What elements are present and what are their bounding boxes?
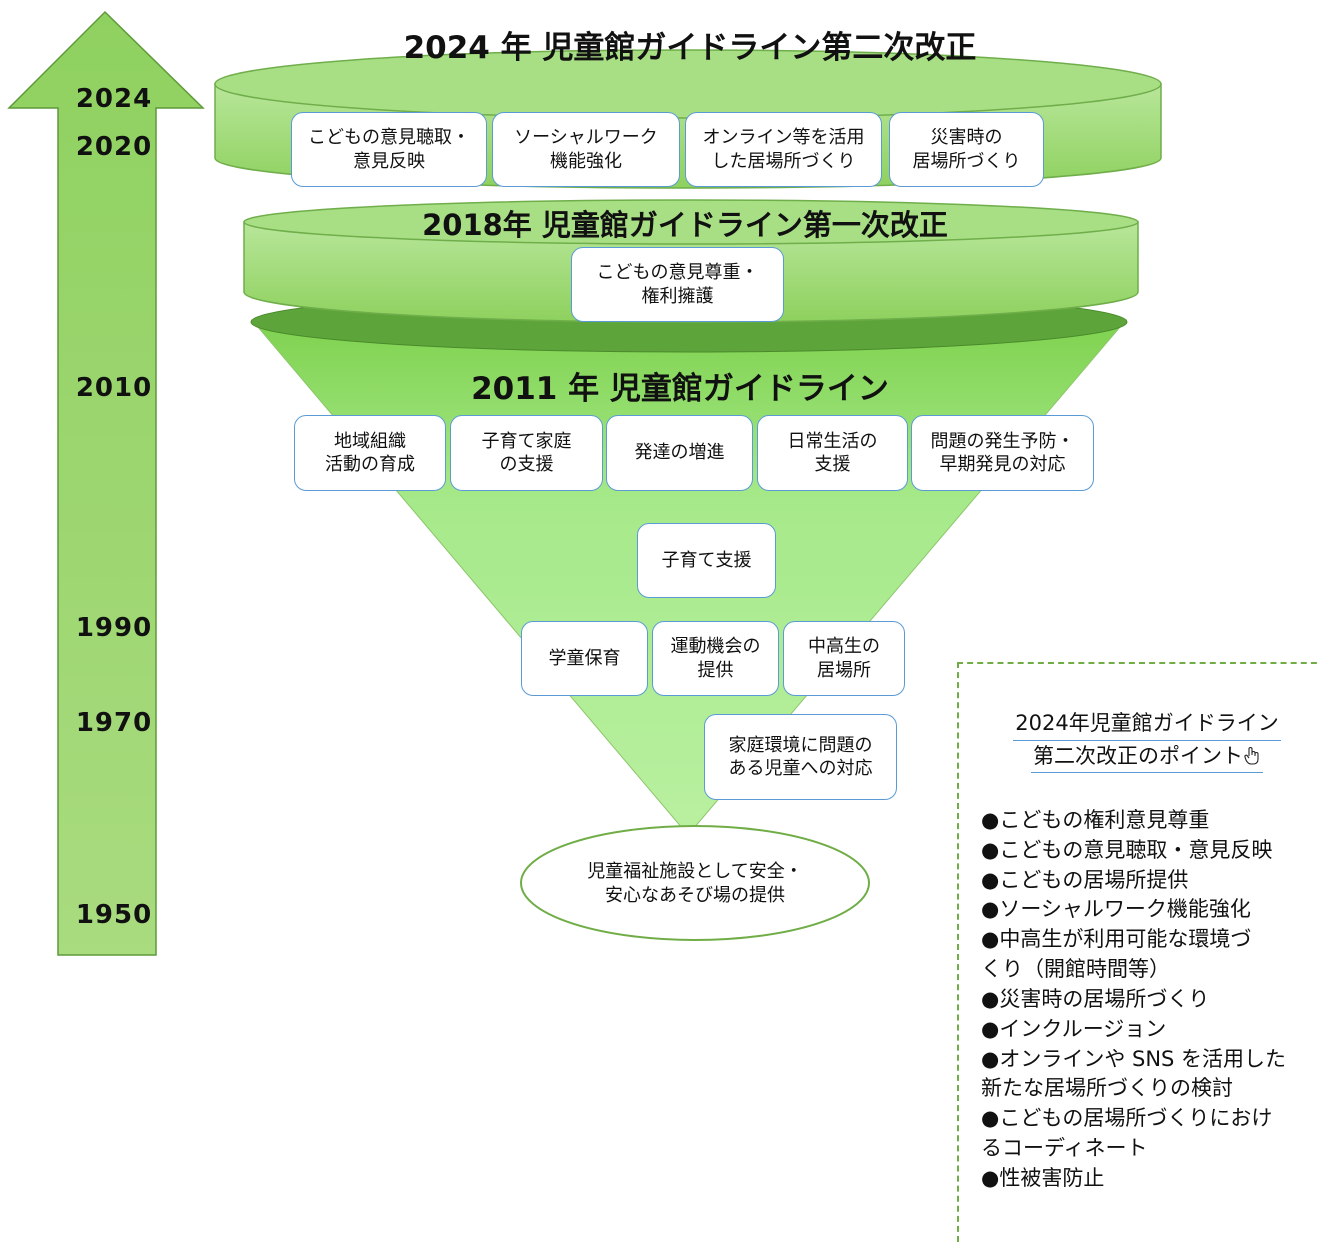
list-item: ●こどもの居場所づくりにおけ るコーディネート: [981, 1106, 1273, 1160]
bottom-item-box: 発達の増進: [606, 415, 753, 491]
bottom-item-box: 地域組織 活動の育成: [294, 415, 446, 491]
year-2024: 2024: [75, 84, 153, 114]
tier-top-title: 2024 年 児童館ガイドライン第二次改正: [403, 30, 977, 66]
list-item: ●オンラインや SNS を活用した 新たな居場所づくりの検討: [981, 1046, 1287, 1101]
history-box-family-issues: 家庭環境に問題の ある児童への対応: [704, 714, 897, 800]
list-item: ●こどもの居場所提供: [981, 867, 1189, 892]
top-item-box: 災害時の 居場所づくり: [889, 112, 1044, 187]
list-item: ●インクルージョン: [981, 1016, 1167, 1041]
year-1950: 1950: [75, 900, 153, 930]
points-title-line1: 2024年児童館ガイドライン: [1013, 708, 1281, 741]
year-1990: 1990: [75, 613, 153, 643]
points-title: 2024年児童館ガイドライン 第二次改正のポイント: [997, 708, 1297, 773]
list-item: ●こどもの権利意見尊重: [981, 808, 1210, 832]
year-2020: 2020: [75, 132, 153, 162]
list-item: ●性被害防止: [981, 1165, 1105, 1190]
hand-pointer-icon: [1244, 747, 1259, 765]
tier-middle-title: 2018年 児童館ガイドライン第一次改正: [422, 208, 948, 242]
top-item-box: ソーシャルワーク 機能強化: [492, 112, 680, 187]
base-ellipse: [520, 825, 870, 941]
history-box-childcare-support: 子育て支援: [637, 523, 776, 598]
points-title-line2-text: 第二次改正のポイント: [1033, 743, 1243, 768]
top-item-box: こどもの意見聴取・ 意見反映: [291, 112, 487, 187]
year-2010: 2010: [75, 373, 153, 403]
list-item: ●中高生が利用可能な環境づ くり（開館時間等）: [981, 927, 1252, 982]
history-box-exercise: 運動機会の 提供: [652, 621, 779, 696]
bottom-item-box: 日常生活の 支援: [757, 415, 908, 491]
list-item: ●ソーシャルワーク機能強化: [981, 897, 1251, 922]
bottom-item-box: 問題の発生予防・ 早期発見の対応: [911, 415, 1094, 491]
list-item: ●災害時の居場所づくり: [981, 986, 1210, 1011]
list-item: ●こどもの意見聴取・意見反映: [981, 837, 1273, 862]
base-label: 児童福祉施設として安全・ 安心なあそび場の提供: [587, 860, 803, 906]
history-box-afterschool: 学童保育: [521, 621, 648, 696]
tier-bottom-title: 2011 年 児童館ガイドライン: [471, 371, 889, 407]
history-box-teen-place: 中高生の 居場所: [783, 621, 905, 696]
points-panel: 2024年児童館ガイドライン 第二次改正のポイント ●こどもの権利意見尊重 ●こ…: [957, 662, 1317, 1242]
middle-item-box: こどもの意見尊重・ 権利擁護: [571, 247, 784, 322]
up-arrow-icon: [7, 10, 205, 956]
top-item-box: オンライン等を活用 した居場所づくり: [685, 112, 882, 187]
points-title-line2: 第二次改正のポイント: [1031, 741, 1263, 773]
year-1970: 1970: [75, 708, 153, 738]
bottom-item-box: 子育て家庭 の支援: [450, 415, 603, 491]
points-list: ●こどもの権利意見尊重 ●こどもの意見聴取・意見反映 ●こどもの居場所提供 ●ソ…: [981, 806, 1317, 1194]
